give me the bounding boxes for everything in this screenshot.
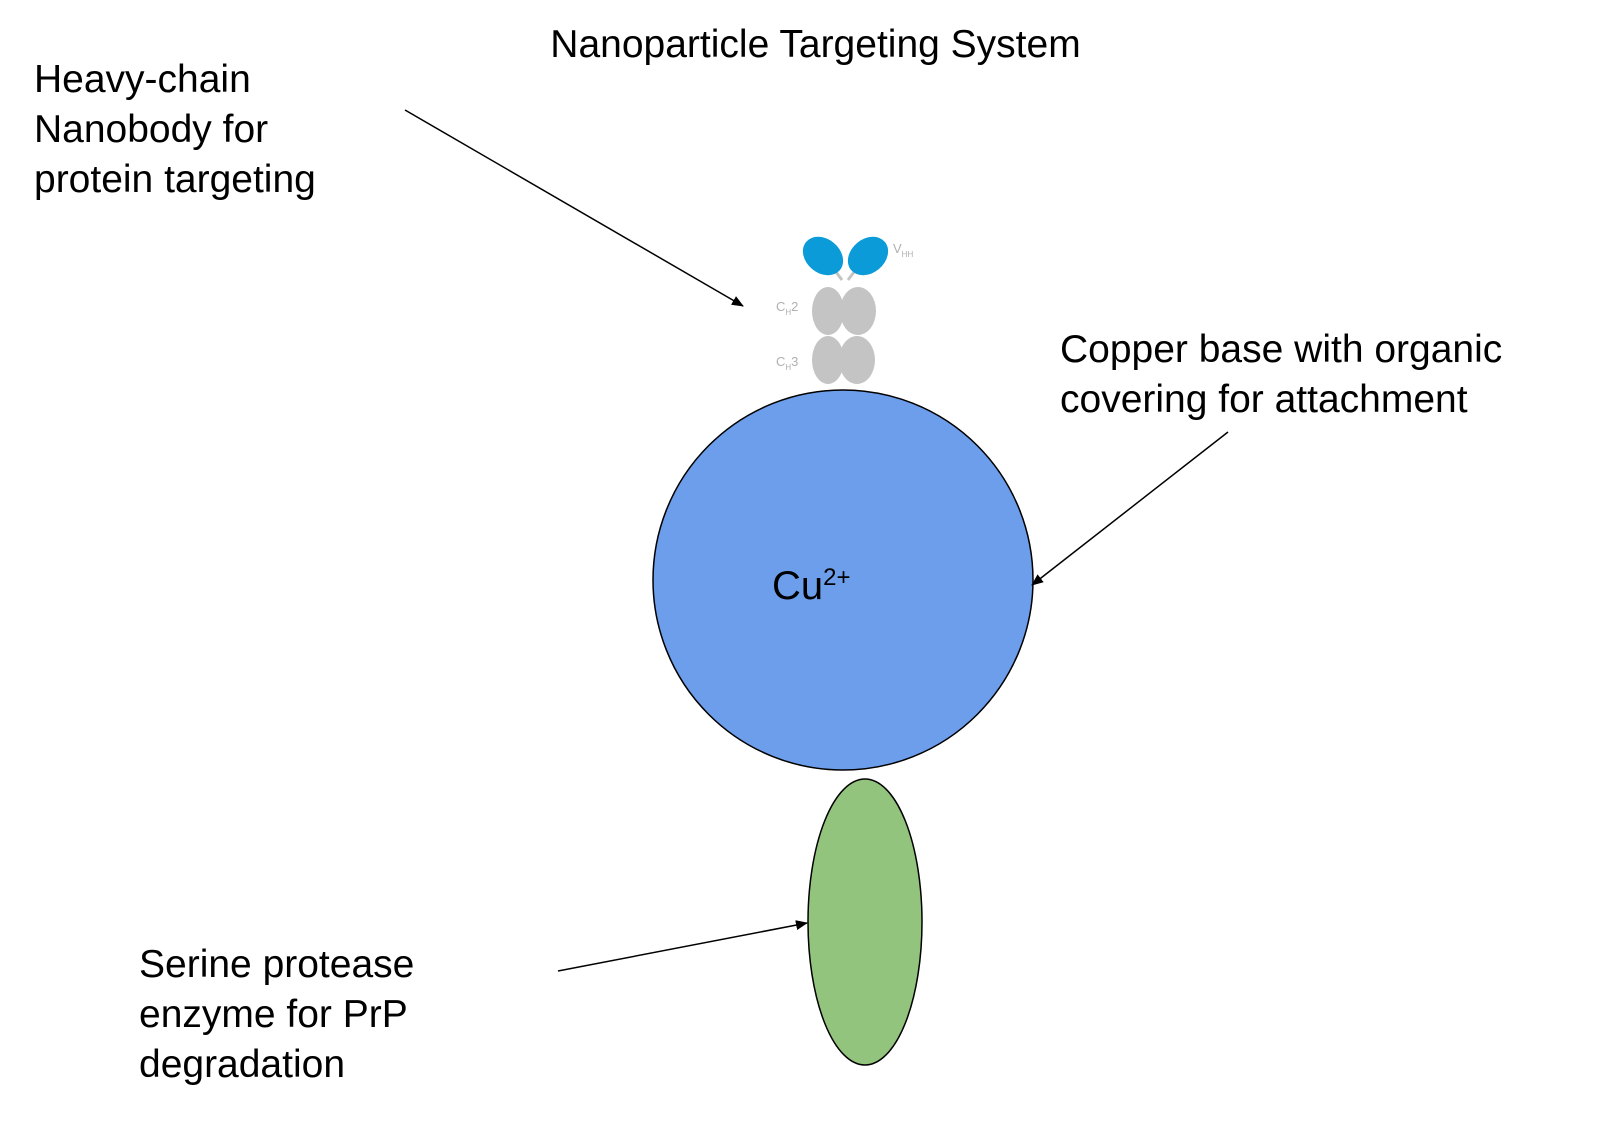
vhh-domain-right [847, 236, 889, 276]
ch3-domain-left [812, 336, 844, 384]
hinge-left [834, 271, 844, 281]
protease-arrow [557, 920, 808, 972]
copper-label-line-2: covering for attachment [1060, 378, 1468, 421]
ch3-domain-label: CH3 [776, 354, 798, 372]
ch2-domain-label: CH2 [776, 299, 798, 317]
hinge-right [846, 271, 856, 281]
vhh-domain-label: VHH [893, 241, 913, 259]
nanobody-label-line-3: protein targeting [34, 158, 316, 201]
copper-symbol: Cu2+ [772, 564, 851, 608]
nanobody-label: Heavy-chain Nanobody for protein targeti… [34, 55, 316, 205]
protease-label-line-3: degradation [139, 1043, 346, 1086]
ch2-domain-left [812, 287, 844, 335]
vhh-domain-left [802, 236, 844, 276]
protease-label-line-2: enzyme for PrP [139, 993, 408, 1036]
nanobody-arrow [404, 109, 744, 307]
copper-arrow [1031, 431, 1229, 586]
protease-label: Serine protease enzyme for PrP degradati… [139, 940, 414, 1090]
ch3-domain-right [839, 336, 875, 384]
protease-enzyme [807, 778, 923, 1066]
protease-label-line-1: Serine protease [139, 943, 415, 986]
ch2-domain-right [840, 287, 876, 335]
copper-label: Copper base with organic covering for at… [1060, 325, 1502, 425]
nanobody-structure: VHH CH2 CH3 [776, 236, 913, 384]
nanobody-label-line-1: Heavy-chain [34, 58, 251, 101]
copper-label-line-1: Copper base with organic [1060, 328, 1503, 371]
nanobody-label-line-2: Nanobody for [34, 108, 269, 151]
diagram-title: Nanoparticle Targeting System [550, 23, 1081, 66]
